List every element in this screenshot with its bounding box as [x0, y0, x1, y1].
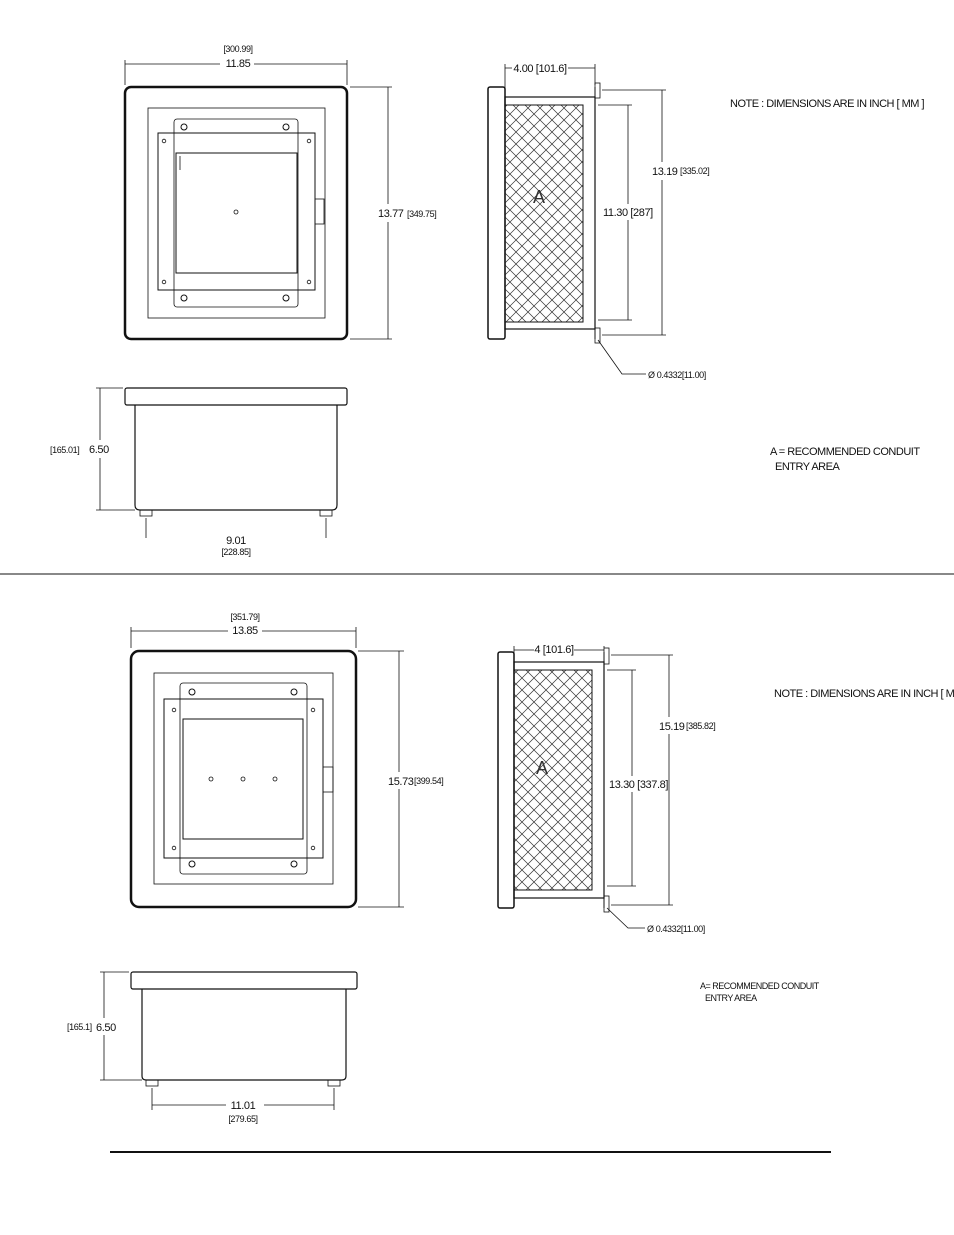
bottom-side-view: [497, 646, 673, 929]
top-note: NOTE : DIMENSIONS ARE IN INCH [ MM ]: [730, 98, 925, 110]
bottom-legend-line2: ENTRY AREA: [705, 993, 757, 1003]
bottom-side-depth: 4 [101.6]: [534, 644, 574, 656]
top-front-height-mm: [349.75]: [407, 209, 436, 219]
top-front-width-in: 11.85: [226, 58, 251, 70]
top-side-area-letter: A: [533, 187, 545, 207]
top-side-hole: Ø 0.4332[11.00]: [648, 370, 706, 380]
bottom-front-view: [129, 627, 404, 909]
top-side-mount-height-mm: [335.02]: [680, 166, 709, 176]
top-legend-line1: A = RECOMMENDED CONDUIT: [770, 446, 920, 458]
top-bottom-depth-mm: [165.01]: [50, 445, 79, 455]
top-side-view: [487, 64, 666, 375]
bottom-side-inner-height: 13.30 [337.8]: [609, 779, 668, 791]
bottom-side-mount-height: 15.19: [659, 721, 685, 733]
top-bottom-depth-in: 6.50: [89, 444, 109, 456]
top-bottom-foot-spacing-mm: [228.85]: [221, 547, 250, 557]
top-legend-line2: ENTRY AREA: [775, 461, 840, 473]
top-side-mount-height: 13.19: [652, 166, 678, 178]
bottom-bottom-depth-mm: [165.1]: [67, 1022, 92, 1032]
top-front-width-mm: [300.99]: [223, 44, 252, 54]
bottom-front-height-mm: [399.54]: [414, 776, 443, 786]
bottom-front-width-mm: [351.79]: [230, 612, 259, 622]
top-bottom-foot-spacing: 9.01: [226, 535, 246, 547]
bottom-note: NOTE : DIMENSIONS ARE IN INCH [ MM ]: [774, 688, 954, 700]
top-drawing: [300.99] 11.85 13.77 [349.75]: [50, 44, 925, 557]
bottom-bottom-foot-spacing-mm: [279.65]: [228, 1114, 257, 1124]
bottom-drawing: [351.79] 13.85 15.73 [399.54]: [67, 612, 954, 1124]
bottom-front-height-in: 15.73: [388, 776, 414, 788]
top-side-inner-height: 11.30 [287]: [603, 207, 653, 219]
bottom-bottom-view: [100, 971, 358, 1110]
bottom-legend-line1: A= RECOMMENDED CONDUIT: [700, 981, 820, 991]
bottom-side-area-letter: A: [536, 758, 548, 778]
top-side-depth: 4.00 [101.6]: [513, 63, 567, 75]
bottom-front-width-in: 13.85: [232, 625, 258, 637]
bottom-bottom-depth-in: 6.50: [96, 1022, 116, 1034]
bottom-side-mount-height-mm: [385.82]: [686, 721, 715, 731]
top-front-view: [123, 60, 392, 341]
bottom-bottom-foot-spacing: 11.01: [231, 1100, 256, 1112]
bottom-side-hole: Ø 0.4332[11.00]: [647, 924, 705, 934]
top-bottom-view: [96, 387, 348, 538]
top-front-height-in: 13.77: [378, 208, 404, 220]
